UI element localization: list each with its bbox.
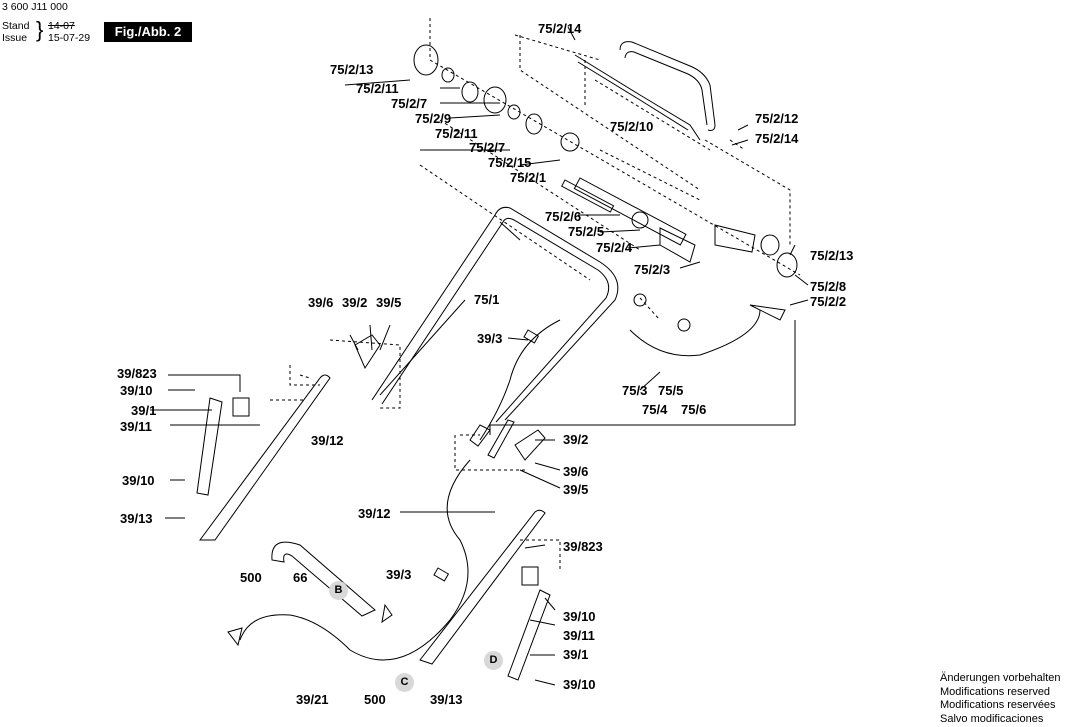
assembly-guide-lines — [270, 18, 801, 570]
part-label: 75/2/2 — [810, 294, 847, 309]
part-label: 39/2 — [342, 295, 368, 310]
part-label: 39/5 — [376, 295, 402, 310]
part-label: 75/2/14 — [538, 21, 582, 36]
part-label: 39/12 — [311, 433, 344, 448]
part-label: 75/2/8 — [810, 279, 847, 294]
notice-line: Modifications reservées — [940, 699, 1056, 711]
part-label: 75/5 — [658, 383, 684, 398]
part-label: 39/823 — [117, 366, 157, 381]
part-label: 39/12 — [358, 506, 391, 521]
issue-date: 15-07-29 — [48, 32, 91, 44]
part-label: 75/2/13 — [330, 62, 374, 77]
part-label: 75/2/4 — [596, 240, 633, 255]
part-label: 39/10 — [122, 473, 155, 488]
part-label: 39/13 — [120, 511, 153, 526]
part-label: 75/2/10 — [610, 119, 654, 134]
part-label: 500 — [364, 692, 386, 707]
part-label: 39/823 — [563, 539, 603, 554]
part-label: 75/3 — [622, 383, 648, 398]
part-label: 39/10 — [563, 609, 596, 624]
stand-old-date: 14-07 — [48, 20, 75, 32]
part-label: 66 — [293, 570, 308, 585]
part-label: 39/5 — [563, 482, 589, 497]
part-label: 39/6 — [563, 464, 589, 479]
part-label: 75/2/14 — [755, 131, 799, 146]
part-label: 75/4 — [642, 402, 668, 417]
part-label: 75/2/3 — [634, 262, 671, 277]
part-label: 39/11 — [563, 628, 595, 643]
part-label: 75/2/7 — [391, 96, 428, 111]
part-label: 39/13 — [430, 692, 463, 707]
callout-c: C — [395, 673, 414, 692]
stand-label: Stand — [2, 20, 30, 32]
part-label: 75/6 — [681, 402, 707, 417]
part-label: 39/2 — [563, 432, 589, 447]
callout-b: B — [329, 581, 348, 600]
modification-notice: Änderungen vorbehalten Modifications res… — [940, 672, 1060, 726]
callout-d: D — [484, 651, 503, 670]
issue-label: Issue — [2, 32, 28, 44]
part-label: 39/3 — [477, 331, 503, 346]
part-label: 75/2/9 — [415, 111, 452, 126]
part-label: 75/1 — [474, 292, 500, 307]
part-label: 39/6 — [308, 295, 334, 310]
doc-number: 3 600 J11 000 — [2, 1, 68, 13]
part-label: 39/10 — [563, 677, 596, 692]
part-label: 39/1 — [131, 403, 157, 418]
part-label: 75/2/11 — [356, 81, 399, 96]
part-label: 75/2/12 — [755, 111, 799, 126]
notice-line: Änderungen vorbehalten — [940, 672, 1061, 684]
figure-title: Fig./Abb. 2 — [104, 22, 192, 42]
brace-glyph: } — [36, 17, 44, 42]
notice-line: Modifications reserved — [940, 685, 1051, 698]
part-label: 75/2/13 — [810, 248, 854, 263]
notice-line: Salvo modificaciones — [940, 712, 1044, 725]
part-label: 39/21 — [296, 692, 329, 707]
part-label: 39/11 — [120, 419, 152, 434]
part-label: 39/1 — [563, 647, 589, 662]
part-label: 75/2/1 — [510, 170, 547, 185]
part-label: 75/2/7 — [469, 140, 506, 155]
part-label: 500 — [240, 570, 262, 585]
part-label: 39/10 — [120, 383, 153, 398]
part-label: 39/3 — [386, 567, 412, 582]
part-label: 75/2/15 — [488, 155, 532, 170]
part-label: 75/2/11 — [435, 126, 478, 141]
part-label: 75/2/5 — [568, 224, 605, 239]
part-label: 75/2/6 — [545, 209, 582, 224]
